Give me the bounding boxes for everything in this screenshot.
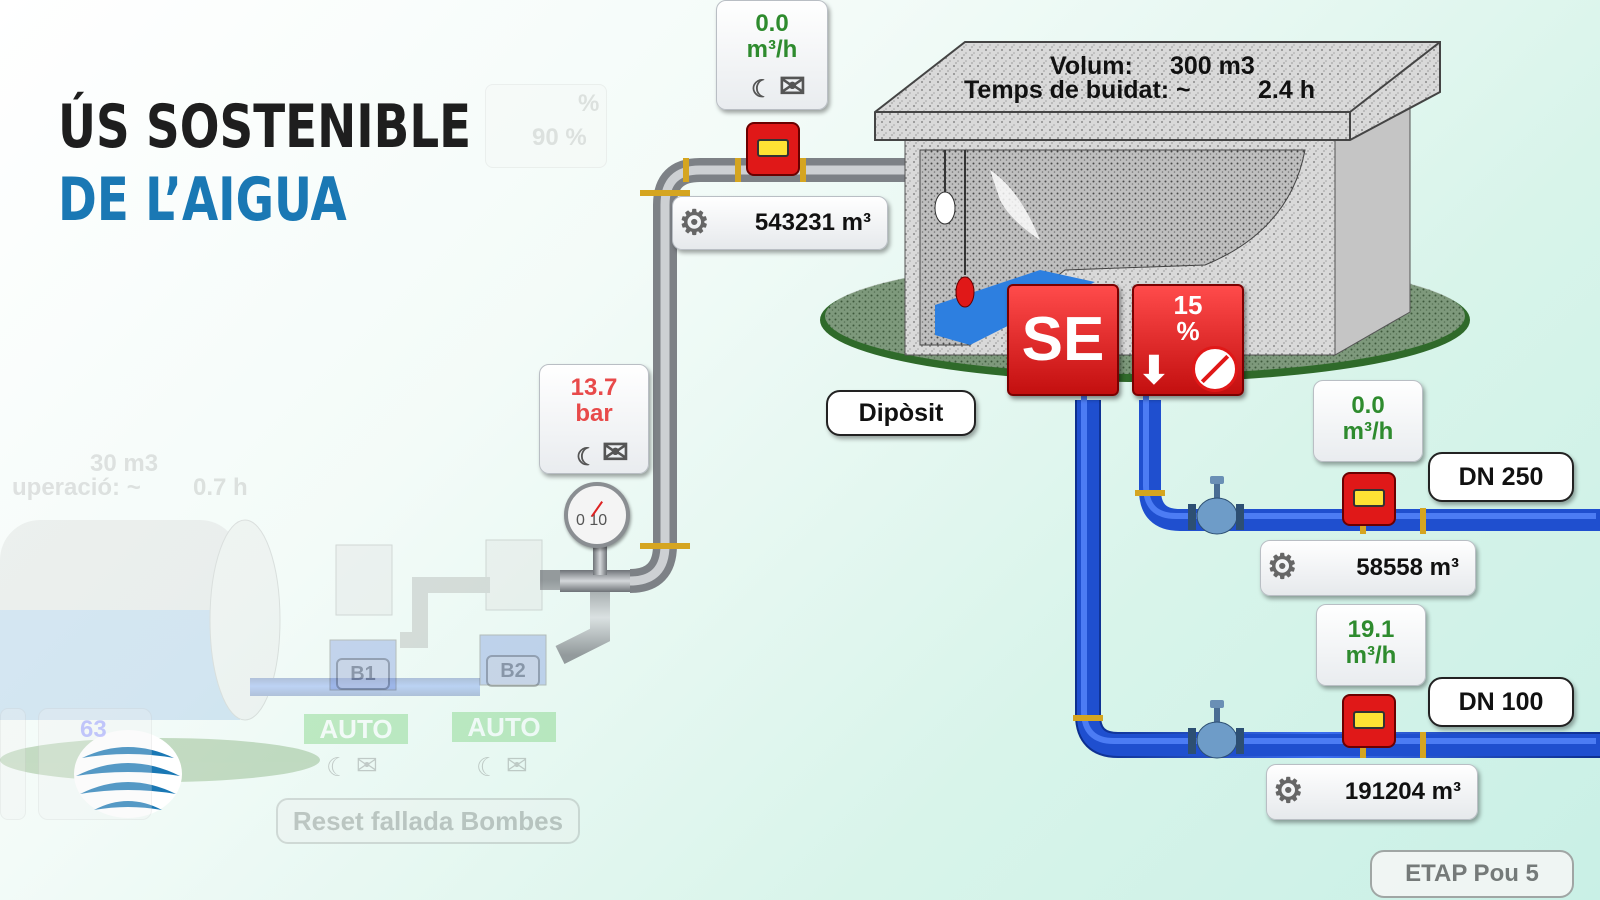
moon-icon: ☾ [476,752,500,782]
envelope-icon[interactable]: ✉ [506,750,528,780]
flowmeter-icon[interactable] [746,122,800,176]
gear-icon: ⚙ [679,204,710,242]
valve-icon[interactable] [1188,700,1244,760]
arrow-down-icon: ⬇ [1138,350,1170,392]
valve-icon[interactable] [1188,476,1244,536]
logo-icon [72,728,184,820]
heading-line2: DE L’AIGUA [58,165,347,235]
flowmeter-icon[interactable] [1342,694,1396,748]
dn250-flow-value: 0.0 [1351,392,1385,419]
dn100-label[interactable]: DN 100 [1428,677,1574,727]
moon-icon: ☾ [751,76,773,103]
tank-empty-time-value: 2.4 h [1258,76,1315,104]
left-pct-partial: % [578,90,600,117]
level-button[interactable]: 15 % ⬇ [1132,284,1244,396]
dn100-flow-unit: m³/h [1345,642,1397,669]
dn250-flow-box: 0.0 m³/h [1313,380,1423,462]
faded-left-tank [0,519,480,782]
inlet-flow-unit: m³/h [746,36,798,63]
dn250-flow-unit: m³/h [1342,418,1394,445]
dn250-counter: ⚙ 58558 m³ [1260,540,1476,596]
dn100-flow-value: 19.1 [1347,616,1395,643]
pressure-value: 13.7 [570,374,618,401]
left-recovery-value: 0.7 h [193,474,248,501]
envelope-icon[interactable]: ✉ [779,68,806,104]
reset-pumps-button[interactable]: Reset fallada Bombes [276,798,580,844]
left-recovery-label: uperació: ~ [12,474,141,501]
flowmeter-icon[interactable] [1342,472,1396,526]
dn250-label[interactable]: DN 250 [1428,452,1574,502]
dn250-counter-value: 58558 m³ [1356,554,1459,581]
level-value: 15 [1173,290,1203,320]
left-volume-value: 30 m3 [90,450,159,477]
inlet-flow-value: 0.0 [755,10,789,37]
left-level-value: 63 [80,716,107,743]
dn100-counter-value: 191204 m³ [1344,778,1461,805]
envelope-icon[interactable]: ✉ [602,434,629,470]
left-pct-value: 90 % [532,124,587,151]
se-button[interactable]: SE [1007,284,1119,396]
pressure-box: 13.7 bar ☾ ✉ [539,364,649,474]
level-unit: % [1176,316,1200,346]
pressure-gauge-icon: 0 10 [564,482,630,548]
tank-volume-value: 300 m3 [1170,52,1255,80]
tank-volume-label: Volum: [1050,52,1133,80]
no-symbol-icon [1192,346,1238,392]
inlet-counter-value: 543231 m³ [754,209,871,236]
pump-b1-label[interactable]: B1 [336,658,390,690]
tank-name-label[interactable]: Dipòsit [826,390,976,436]
envelope-icon[interactable]: ✉ [356,750,378,780]
dn100-flow-box: 19.1 m³/h [1316,604,1426,686]
se-button-label: SE [1021,305,1105,374]
pressure-unit: bar [575,400,613,427]
etap-pou5-button[interactable]: ETAP Pou 5 [1370,850,1574,898]
gear-icon: ⚙ [1273,772,1304,810]
moon-icon: ☾ [576,444,598,471]
inlet-flow-box: 0.0 m³/h ☾ ✉ [716,0,828,110]
dn100-counter: ⚙ 191204 m³ [1266,764,1478,820]
pump-b2-mode[interactable]: AUTO [452,712,556,742]
heading-line1: ÚS SOSTENIBLE [58,92,472,162]
moon-icon: ☾ [326,752,350,782]
pump-b1-mode[interactable]: AUTO [304,714,408,744]
gauge-scale-label: 0 10 [576,512,608,529]
gear-icon: ⚙ [1267,548,1298,586]
pump-b2-label[interactable]: B2 [486,655,540,687]
inlet-counter: ⚙ 543231 m³ [672,196,888,250]
tank-empty-time-label: Temps de buidat: ~ [964,76,1191,104]
